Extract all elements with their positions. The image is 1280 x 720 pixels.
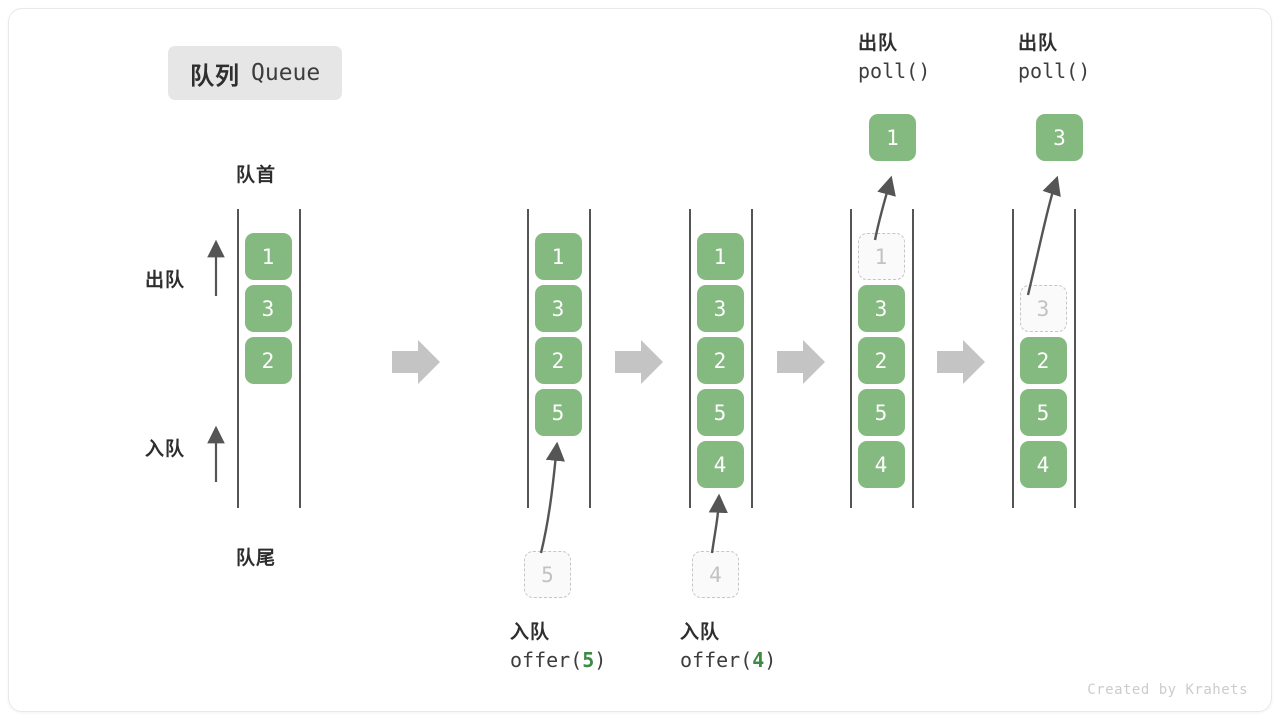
- queue-cell: 1: [534, 233, 582, 280]
- queue-cell: 4: [696, 441, 744, 488]
- call-suffix: ): [1078, 59, 1091, 83]
- diagram-card: [8, 8, 1272, 712]
- queue-cell: 1: [696, 233, 744, 280]
- queue-rail-left: [237, 209, 239, 508]
- queue-cell: 5: [857, 389, 905, 436]
- queue-cell: 3: [244, 285, 292, 332]
- operation-call: offer(4): [680, 646, 776, 674]
- queue-rail-left: [850, 209, 852, 508]
- call-argument: 5: [582, 648, 595, 672]
- operation-caption-poll-1: 出队 poll(): [858, 31, 930, 85]
- queue-rail-left: [1012, 209, 1014, 508]
- queue-rail-right: [299, 209, 301, 508]
- pending-enqueue-cell: 5: [524, 551, 571, 598]
- call-suffix: ): [594, 648, 607, 672]
- watermark: Created by Krahets: [1087, 682, 1248, 698]
- operation-title: 入队: [510, 622, 551, 643]
- queue-cell: 3: [857, 285, 905, 332]
- queue-cell: 2: [857, 337, 905, 384]
- queue-cell: 2: [244, 337, 292, 384]
- operation-call: poll(): [1018, 57, 1090, 85]
- queue-head-label: 队首: [236, 165, 277, 186]
- queue-cell-ghost: 3: [1019, 285, 1067, 332]
- operation-title: 出队: [1018, 33, 1059, 54]
- title-en: Queue: [251, 60, 321, 86]
- operation-call: offer(5): [510, 646, 606, 674]
- call-suffix: ): [918, 59, 931, 83]
- queue-cell: 4: [1019, 441, 1067, 488]
- enqueue-side-label: 入队: [145, 439, 186, 460]
- title-badge: 队列 Queue: [168, 46, 343, 100]
- call-prefix: poll(: [858, 59, 919, 83]
- call-argument: 4: [752, 648, 765, 672]
- operation-call: poll(): [858, 57, 930, 85]
- queue-rail-right: [1074, 209, 1076, 508]
- operation-caption-offer-4: 入队 offer(4): [680, 620, 776, 674]
- queue-rail-left: [689, 209, 691, 508]
- queue-cell: 2: [696, 337, 744, 384]
- queue-cell: 3: [534, 285, 582, 332]
- queue-tail-label: 队尾: [236, 548, 277, 569]
- operation-title: 入队: [680, 622, 721, 643]
- call-prefix: offer(: [510, 648, 583, 672]
- queue-cell: 1: [244, 233, 292, 280]
- dequeue-side-label: 出队: [145, 270, 186, 291]
- operation-caption-offer-5: 入队 offer(5): [510, 620, 606, 674]
- queue-cell-ghost: 1: [857, 233, 905, 280]
- call-prefix: offer(: [680, 648, 753, 672]
- operation-title: 出队: [858, 33, 899, 54]
- queue-cell: 3: [696, 285, 744, 332]
- queue-cell: 5: [1019, 389, 1067, 436]
- queue-cell: 5: [696, 389, 744, 436]
- queue-rail-right: [912, 209, 914, 508]
- queue-cell: 5: [534, 389, 582, 436]
- queue-cell: 2: [534, 337, 582, 384]
- call-prefix: poll(: [1018, 59, 1079, 83]
- call-suffix: ): [764, 648, 777, 672]
- queue-rail-right: [751, 209, 753, 508]
- operation-caption-poll-2: 出队 poll(): [1018, 31, 1090, 85]
- popped-cell: 3: [1036, 114, 1083, 161]
- queue-cell: 4: [857, 441, 905, 488]
- queue-rail-right: [589, 209, 591, 508]
- pending-enqueue-cell: 4: [692, 551, 739, 598]
- queue-rail-left: [527, 209, 529, 508]
- popped-cell: 1: [869, 114, 916, 161]
- queue-cell: 2: [1019, 337, 1067, 384]
- title-cn: 队列: [190, 62, 240, 90]
